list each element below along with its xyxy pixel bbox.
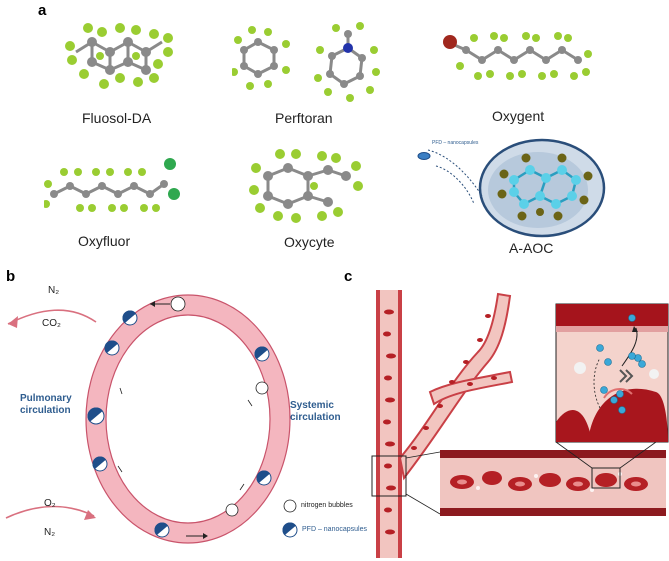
oxyfluor-label: Oxyfluor bbox=[78, 233, 131, 249]
oxycyte-molecule bbox=[249, 149, 363, 223]
a-aoc-inset-label: PFD – nanocapsules bbox=[432, 140, 479, 146]
circulation-diagram bbox=[5, 294, 298, 544]
pulmonary-circulation-label: Pulmonary circulation bbox=[20, 393, 72, 416]
bottom-o2-label: O₂ bbox=[44, 498, 56, 509]
perftoran-label: Perftoran bbox=[275, 110, 333, 126]
top-co2-label: CO₂ bbox=[42, 318, 61, 329]
panel-b-letter: b bbox=[6, 268, 16, 285]
bottom-n2-label: N₂ bbox=[44, 527, 56, 538]
oxycyte-label: Oxycyte bbox=[284, 234, 335, 250]
legend-nitrogen-bubbles: nitrogen bubbles bbox=[301, 502, 353, 509]
oxygent-label: Oxygent bbox=[492, 108, 545, 124]
a-aoc-nanocapsule-illustration bbox=[417, 138, 606, 238]
panel-c-letter: c bbox=[344, 268, 353, 285]
oxygent-molecule bbox=[443, 32, 592, 80]
oxyfluor-molecule bbox=[44, 158, 180, 212]
top-n2-label: N₂ bbox=[48, 285, 60, 296]
fluosol-da-molecule bbox=[65, 23, 173, 89]
a-aoc-label: A-AOC bbox=[509, 240, 554, 256]
perftoran-molecule bbox=[232, 22, 380, 102]
systemic-circulation-label: Systemic circulation bbox=[290, 400, 341, 423]
blood-vessel-illustration bbox=[371, 290, 669, 558]
panel-a-letter: a bbox=[38, 2, 47, 19]
fluosol-da-label: Fluosol-DA bbox=[82, 110, 152, 126]
legend-pfd-nanocapsules: PFD – nanocapsules bbox=[302, 526, 367, 533]
